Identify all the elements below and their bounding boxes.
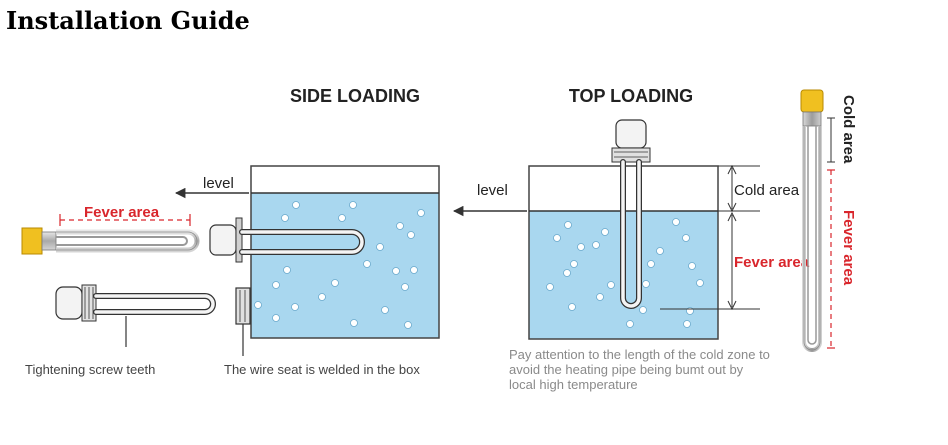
top-note-line1: Pay attention to the length of the cold … (509, 347, 770, 362)
top-bubbles (546, 218, 704, 328)
top-level-label: level (477, 182, 508, 199)
side-caption-screw: Tightening screw teeth (25, 362, 155, 377)
side-caption-wire-seat: The wire seat is welded in the box (224, 362, 420, 377)
top-fever-label: Fever area (734, 254, 810, 271)
vertical-element-section: Cold area Fever area (800, 89, 857, 352)
vertical-cold-dimension (827, 117, 835, 163)
side-loading-heading: SIDE LOADING (290, 86, 420, 106)
side-inserted-element (209, 217, 365, 263)
element-cap-yellow (21, 227, 43, 255)
vertical-cold-label: Cold area (840, 95, 857, 164)
top-note-line2: avoid the heating pipe being bumt out by (509, 362, 744, 377)
top-note-line3: local high temperature (509, 377, 638, 392)
top-loading-heading: TOP LOADING (569, 86, 693, 106)
side-level-label: level (203, 175, 234, 192)
top-dimension-lines (660, 164, 760, 311)
wire-seat (235, 287, 251, 356)
page-title: Installation Guide (6, 6, 250, 35)
side-tank (250, 165, 440, 339)
top-cold-label: Cold area (734, 182, 800, 199)
vertical-cap-yellow (800, 89, 824, 113)
side-bubbles (254, 201, 425, 329)
side-element-photo (21, 227, 200, 255)
vertical-fever-label: Fever area (840, 210, 857, 286)
side-loading-section: SIDE LOADING level (21, 86, 440, 377)
side-element-drawing (55, 284, 216, 347)
top-inserted-element (611, 119, 651, 309)
side-fever-label: Fever area (84, 204, 160, 221)
top-loading-section: TOP LOADING (452, 86, 810, 392)
vertical-element-photo (800, 89, 824, 352)
